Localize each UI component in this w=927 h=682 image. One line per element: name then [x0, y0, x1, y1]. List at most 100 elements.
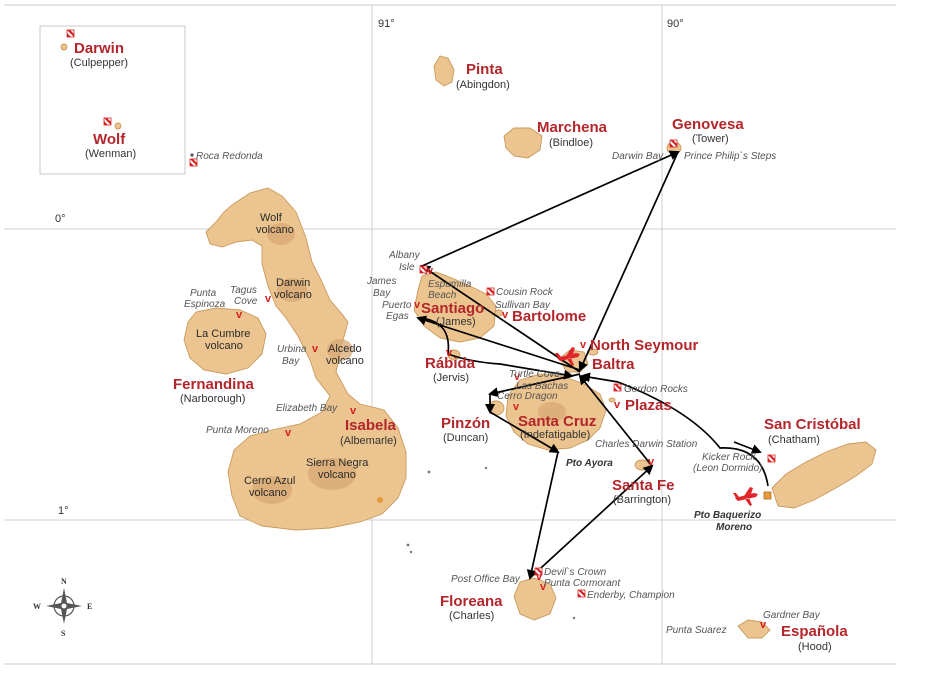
alcedo-volcano-label: Alcedo [328, 343, 362, 355]
route-arrow [416, 315, 581, 371]
dive-flag-icon [486, 287, 495, 296]
genovesa-alt: (Tower) [692, 133, 729, 145]
cerro-azul-volcano-label: volcano [249, 487, 287, 499]
punta-moreno-label: Punta Moreno [206, 425, 269, 436]
james-bay-label: Bay [373, 288, 391, 299]
route-arrow [420, 264, 581, 373]
darwin-name: Darwin [74, 40, 124, 57]
bartolome-name: Bartolome [512, 308, 586, 325]
dive-flag-icon [103, 117, 112, 126]
la-cumbre-volcano-label: La Cumbre [196, 328, 250, 340]
compass-s: S [61, 629, 66, 638]
visitor-site-marker: v [514, 371, 521, 383]
sierra-negra-volcano-label: volcano [318, 469, 356, 481]
darwin-alt: (Culpepper) [70, 57, 128, 69]
visitor-site-marker: v [540, 581, 547, 593]
route-arrow [417, 317, 574, 380]
islands [60, 43, 877, 639]
dive-flag-icon [577, 589, 586, 598]
port-icon [763, 491, 772, 500]
route-arrow [733, 441, 762, 454]
rabida-name: Rábida [425, 355, 476, 372]
pinzon-name: Pinzón [441, 415, 490, 432]
espumilla-label: Espumilla [428, 279, 472, 290]
route-arrow [489, 411, 560, 454]
visitor-site-marker: v [236, 309, 243, 321]
espanola-alt: (Hood) [798, 641, 832, 653]
puerto-egas-label: Puerto [382, 300, 412, 311]
visitor-site-marker: v [536, 571, 543, 583]
santa-fe-shape [634, 459, 650, 471]
visitor-site-marker: v [285, 427, 292, 439]
isabela-shape [205, 187, 407, 531]
isabela-alt: (Albemarle) [340, 435, 397, 447]
compass-n: N [61, 577, 67, 586]
santiago-name: Santiago [421, 300, 484, 317]
wolf-alt: (Wenman) [85, 148, 136, 160]
pinta-shape [433, 55, 455, 87]
pinzon-alt: (Duncan) [443, 432, 488, 444]
punta-espinoza-label: Punta [190, 288, 217, 299]
darwin-volcano-label: volcano [274, 289, 312, 301]
pinta-name: Pinta [466, 61, 503, 78]
tagus-cove-label: Cove [234, 296, 258, 307]
darwin-islet [60, 43, 68, 51]
cerro-azul-volcano-label: Cerro Azul [244, 475, 295, 487]
volcano-labels: Wolf volcano Darwin volcano Alcedo volca… [196, 212, 369, 499]
santa-fe-name: Santa Fe [612, 477, 675, 494]
gordon-rocks-label: Gordon Rocks [624, 384, 688, 395]
dive-flag-icon [66, 29, 75, 38]
devils-crown-label: Devil`s Crown [544, 566, 607, 578]
visitor-site-marker: v [513, 401, 520, 413]
route-arrow [578, 374, 653, 467]
bartolome-shape [494, 309, 504, 317]
puerto-egas-label: Egas [386, 311, 409, 322]
visitor-site-marker: v [265, 293, 272, 305]
punta-suarez-label: Punta Suarez [666, 625, 727, 636]
turtle-cove-label: Turtle Cove [509, 369, 560, 380]
marchena-name: Marchena [537, 119, 608, 136]
visitor-site-marker: v [760, 619, 767, 631]
map-grid [4, 4, 896, 665]
lon-90-label: 90° [667, 18, 684, 30]
santa-cruz-alt: (Indefatigable) [520, 429, 590, 441]
albany-isle-label: Isle [399, 262, 415, 273]
north-seymour-name: North Seymour [590, 337, 699, 354]
plazas-name: Plazas [625, 397, 672, 414]
lon-91-label: 91° [378, 18, 395, 30]
visitor-site-marker: v [414, 299, 421, 311]
lat-0-label: 0° [55, 213, 66, 225]
visitor-site-marker: v [350, 405, 357, 417]
route-arrow [526, 451, 559, 580]
james-bay-label: James [366, 276, 396, 287]
pto-baquerizo-label: Moreno [716, 522, 752, 533]
baltra-name: Baltra [592, 356, 635, 373]
kicker-rock-label: (Leon Dormido) [693, 463, 762, 474]
sullivan-bay-label: Sullivan Bay [495, 300, 551, 311]
route-arrow [488, 373, 581, 398]
dive-flag-icon [419, 265, 428, 274]
dive-flag-icon [613, 383, 622, 392]
visitor-site-marker: v [446, 347, 453, 359]
espanola-name: Española [781, 623, 848, 640]
roca-redonda-label: Roca Redonda [196, 151, 263, 162]
fernandina-name: Fernandina [173, 376, 255, 393]
espanola-shape [737, 619, 771, 639]
wolf-name: Wolf [93, 131, 126, 148]
dive-flag-icon [669, 139, 678, 148]
wolf-volcano-label: Wolf [260, 212, 283, 224]
isabela-name: Isabela [345, 417, 397, 434]
santiago-shape [413, 271, 497, 343]
urbina-bay-label: Bay [282, 356, 300, 367]
route-arrow [529, 464, 654, 579]
cousin-rock-label: Cousin Rock [496, 287, 554, 298]
santa-cruz-name: Santa Cruz [518, 413, 596, 430]
prince-philip-label: Prince Philip`s Steps [684, 150, 776, 162]
espumilla-label: Beach [428, 290, 457, 301]
san-cristobal-shape [771, 441, 877, 509]
airplane-icon [733, 487, 758, 506]
la-cumbre-volcano-label: volcano [205, 340, 243, 352]
plazas-shape [608, 397, 616, 403]
route-arrow [578, 151, 679, 372]
visitor-site-marker: v [648, 456, 655, 468]
